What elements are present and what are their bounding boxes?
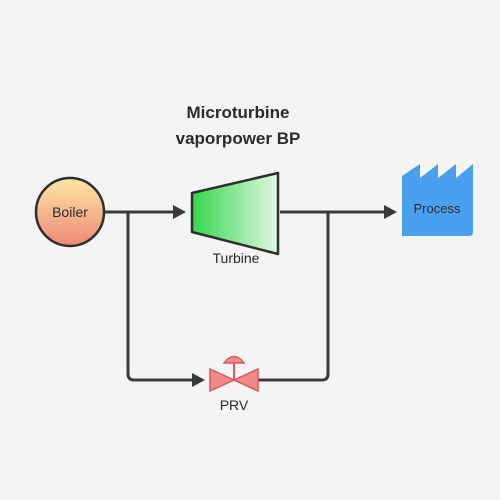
prv-label: PRV	[220, 397, 249, 413]
process-label: Process	[414, 201, 461, 216]
diagram-title: Microturbine vaporpower BP	[0, 100, 476, 152]
turbine-node: Turbine	[190, 171, 280, 266]
line-bypass-to-prv	[126, 212, 200, 382]
arrow-into-turbine	[173, 205, 186, 219]
boiler-node: Boiler	[34, 176, 106, 248]
prv-node: PRV	[209, 355, 259, 413]
factory-icon	[402, 164, 473, 236]
valve-right-triangle	[232, 367, 259, 393]
turbine-label: Turbine	[213, 250, 260, 266]
arrow-into-process	[384, 205, 397, 219]
boiler-circle	[34, 176, 106, 248]
valve-actuator-icon	[222, 355, 246, 364]
title-line-1: Microturbine	[186, 103, 290, 122]
title-line-2: vaporpower BP	[175, 129, 301, 148]
valve-left-triangle	[209, 367, 236, 393]
boiler-label: Boiler	[52, 204, 88, 220]
line-prv-to-process	[258, 212, 330, 382]
flow-lines	[102, 205, 397, 387]
turbine-shape	[190, 171, 280, 256]
process-node: Process	[402, 164, 473, 236]
arrow-into-prv	[192, 373, 205, 387]
